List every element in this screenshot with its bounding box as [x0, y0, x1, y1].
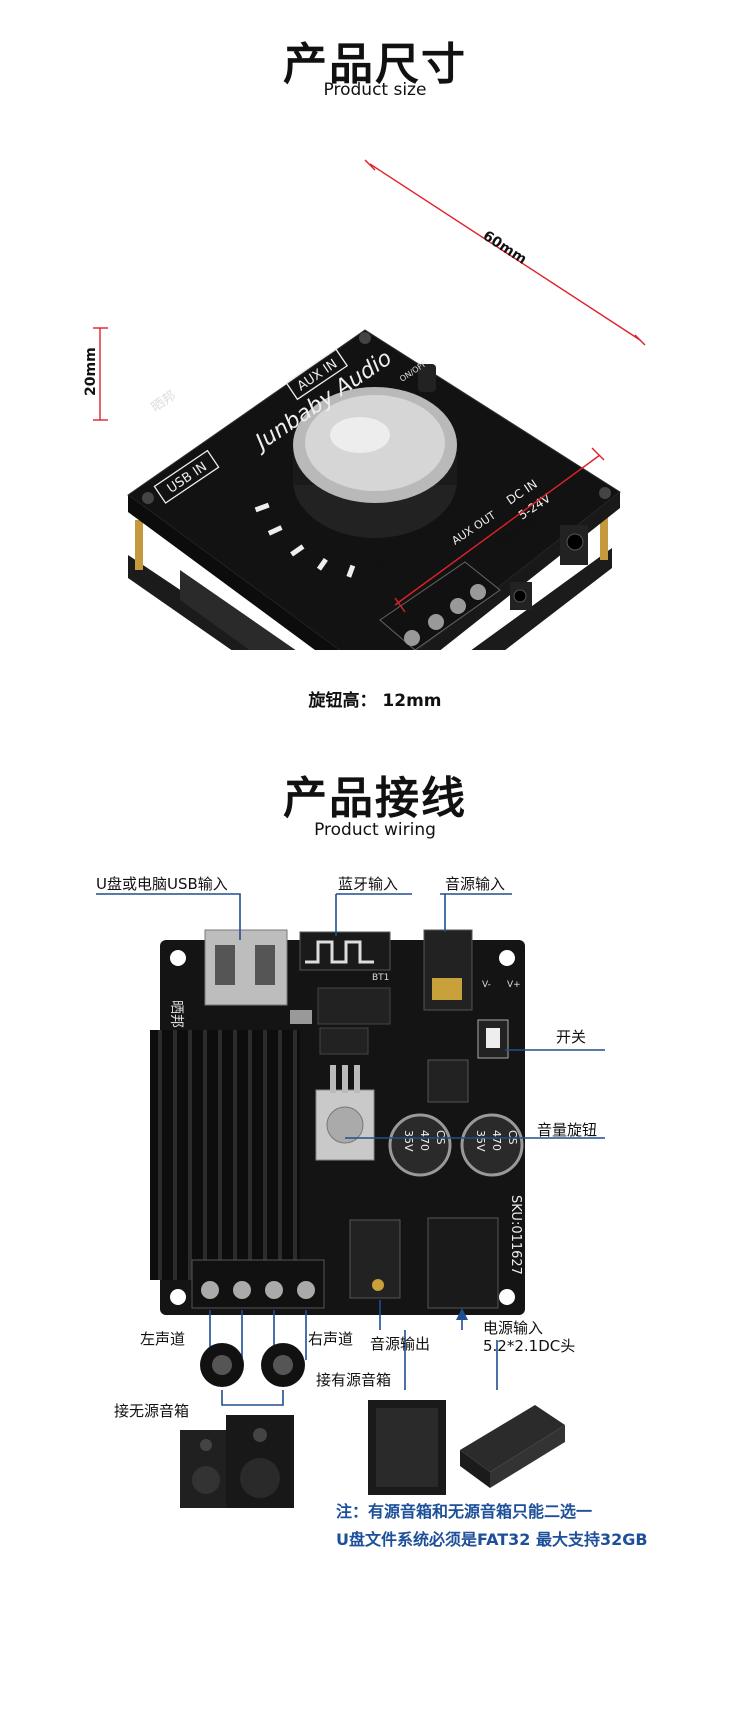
svg-text:35V: 35V — [474, 1130, 487, 1152]
note-line-1: 注：有源音箱和无源音箱只能二选一 — [336, 1502, 593, 1521]
pcb-brand-print: 晒邦 — [168, 1000, 184, 1028]
label-audio-output: 音源输出 — [370, 1335, 431, 1353]
svg-text:470: 470 — [418, 1130, 431, 1151]
dc-jack-icon — [427, 1217, 499, 1309]
label-switch: 开关 — [556, 1028, 587, 1046]
size-title: 产品尺寸 — [283, 39, 467, 90]
dim-width-label: 60mm — [480, 228, 530, 268]
label-power-input: 电源输入 — [483, 1319, 544, 1337]
sku-print: SKU:011627 — [508, 1195, 523, 1275]
vplus-print: V+ — [507, 980, 521, 990]
knob-height-label: 旋钮高： — [308, 691, 377, 711]
knob-height-line: 旋钮高： 12mm — [0, 686, 750, 711]
label-volume-knob: 音量旋钮 — [537, 1121, 598, 1139]
passive-speaker-pair-icon — [180, 1415, 294, 1508]
size-subtitle: Product size — [323, 80, 427, 100]
heatsink-icon — [150, 1030, 300, 1280]
capacitor-right-icon — [460, 1113, 524, 1177]
wiring-subtitle: Product wiring — [314, 820, 436, 840]
bt-label-print: BT1 — [372, 973, 389, 983]
vminus-print: V- — [482, 980, 491, 990]
passive-speaker-icons — [200, 1343, 305, 1387]
svg-text:470: 470 — [490, 1130, 503, 1151]
active-speaker-icon — [368, 1400, 446, 1495]
label-passive-speaker: 接无源音箱 — [114, 1402, 190, 1420]
side-brand-print: 晒邦 — [149, 388, 179, 415]
product-size-illustration: USB IN AUX IN Junbaby Audio ON/OFF AUX O… — [83, 159, 646, 650]
note-line-2: U盘文件系统必须是FAT32 最大支持32GB — [336, 1530, 648, 1549]
label-power-connector: 5.2*2.1DC头 — [483, 1337, 576, 1355]
label-usb-input: U盘或电脑USB输入 — [96, 875, 228, 893]
power-adapter-icon — [460, 1405, 565, 1488]
svg-text:35V: 35V — [402, 1130, 415, 1152]
knob-height-value: 12mm — [382, 691, 442, 711]
wiring-diagram: BT1 V- V+ 晒邦 CS 470 35V CS 470 35V SKU:0… — [96, 893, 605, 1508]
label-active-speaker: 接有源音箱 — [316, 1371, 392, 1389]
dimension-lines — [93, 159, 646, 613]
capacitor-left-icon — [388, 1113, 452, 1177]
dim-height-label: 20mm — [83, 347, 99, 396]
label-bluetooth-input: 蓝牙输入 — [338, 875, 399, 893]
label-left-channel: 左声道 — [140, 1330, 186, 1348]
wiring-title: 产品接线 — [283, 773, 467, 824]
label-right-channel: 右声道 — [308, 1330, 354, 1348]
label-audio-input: 音源输入 — [445, 875, 506, 893]
